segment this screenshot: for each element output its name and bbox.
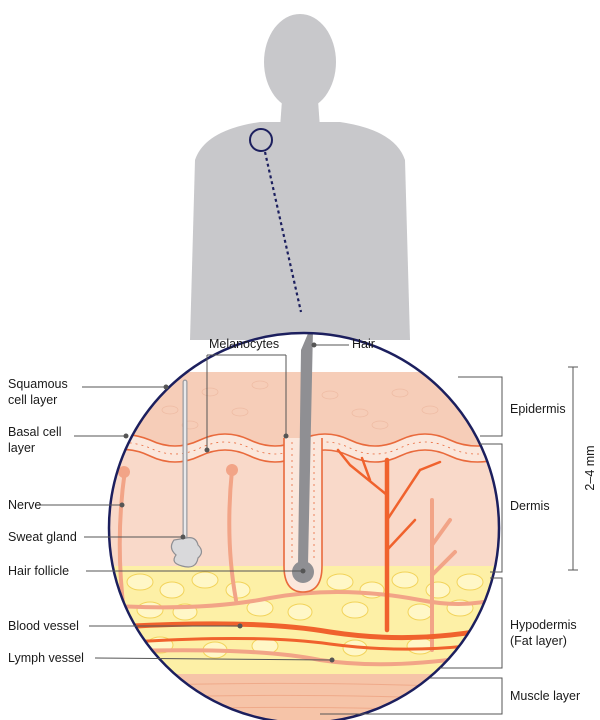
hair-shaft-shape	[298, 333, 318, 565]
label-thickness: 2–4 mm	[583, 445, 597, 490]
left-labels: Squamous cell layer Basal cell layer Ner…	[8, 377, 335, 665]
label-blood-vessel: Blood vessel	[8, 619, 79, 633]
label-muscle-layer: Muscle layer	[510, 689, 580, 703]
label-hair: Hair	[352, 337, 375, 351]
sweat-gland-shape	[170, 379, 203, 568]
label-squamous-line2: cell layer	[8, 393, 57, 407]
label-nerve: Nerve	[8, 498, 41, 512]
top-labels: Melanocytes Hair	[204, 337, 375, 453]
label-epidermis: Epidermis	[510, 402, 566, 416]
label-basal-line1: Basal cell	[8, 425, 62, 439]
muscle-layer-region	[109, 674, 499, 720]
human-silhouette-icon	[190, 14, 410, 340]
label-lymph-vessel: Lymph vessel	[8, 651, 84, 665]
label-hypodermis-line2: (Fat layer)	[510, 634, 567, 648]
label-basal-line2: layer	[8, 441, 35, 455]
label-sweat-gland: Sweat gland	[8, 530, 77, 544]
label-hypodermis-line1: Hypodermis	[510, 618, 577, 632]
label-melanocytes: Melanocytes	[209, 337, 279, 351]
skin-cross-section	[109, 333, 499, 720]
label-hair-follicle: Hair follicle	[8, 564, 69, 578]
skin-zoom-circle	[107, 331, 501, 720]
right-labels: Epidermis Dermis Hypodermis (Fat layer) …	[510, 402, 597, 703]
zoom-circle-icon	[249, 128, 303, 313]
blood-vessel-shape	[109, 448, 499, 651]
label-squamous-line1: Squamous	[8, 377, 68, 391]
right-layer-brackets	[320, 366, 578, 715]
label-dermis: Dermis	[510, 499, 550, 513]
